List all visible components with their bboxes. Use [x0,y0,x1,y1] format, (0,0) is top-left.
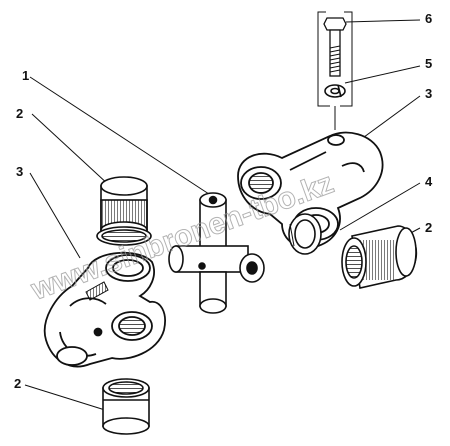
bearing-cup-lower-left [102,378,150,435]
callout-3-left: 3 [16,164,23,179]
yoke-left-part-3 [43,251,166,368]
leader-lines [24,19,421,411]
seal-ring-part-4 [288,213,322,255]
cross-spider-part-1 [168,192,265,314]
bolt-part-6 [323,17,347,77]
callout-2-lower-left: 2 [14,376,21,391]
callout-1: 1 [22,68,29,83]
callout-2-right: 2 [425,220,432,235]
callout-5: 5 [425,56,432,71]
bearing-cup-right [341,225,418,289]
bolt-bracket [317,11,353,130]
callout-6: 6 [425,11,432,26]
callout-labels: 1 2 3 2 3 4 2 5 6 [14,11,433,391]
lock-washer-part-5 [324,84,346,98]
callout-4: 4 [425,174,433,189]
callout-2-upper-left: 2 [16,106,23,121]
bearing-cup-upper-left [96,176,152,246]
callout-3-right: 3 [425,86,432,101]
